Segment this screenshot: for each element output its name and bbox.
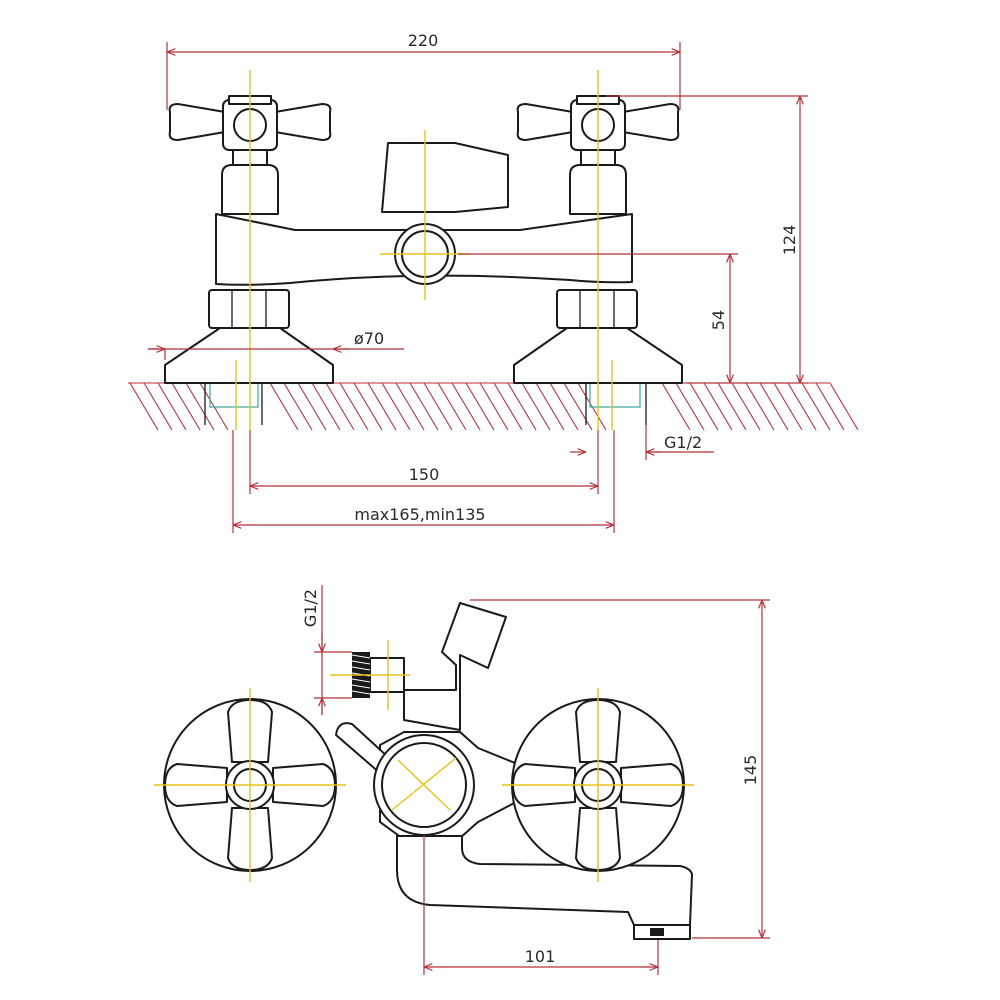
dim-label-g12-side: G1/2 bbox=[301, 589, 320, 627]
hatch-line bbox=[283, 382, 313, 431]
hatch-line bbox=[829, 382, 859, 431]
hatch-line bbox=[745, 382, 775, 431]
left-hex-nut bbox=[208, 289, 290, 329]
wall-hatching bbox=[128, 382, 859, 431]
dim-label-d70: ø70 bbox=[354, 329, 384, 348]
hatch-line bbox=[157, 382, 187, 431]
hatch-line bbox=[451, 382, 481, 431]
hatch-line bbox=[731, 382, 761, 431]
hatch-line bbox=[521, 382, 551, 431]
hatch-line bbox=[787, 382, 817, 431]
hatch-line bbox=[493, 382, 523, 431]
front-view: 220 124 54 ø70 G1/2 bbox=[128, 31, 859, 533]
diverter-block bbox=[381, 142, 509, 213]
hatch-line bbox=[689, 382, 719, 431]
hatch-line bbox=[535, 382, 565, 431]
hatch-line bbox=[549, 382, 579, 431]
hatch-line bbox=[479, 382, 509, 431]
hatch-line bbox=[759, 382, 789, 431]
hatch-line bbox=[129, 382, 159, 431]
hatch-line bbox=[437, 382, 467, 431]
hatch-line bbox=[311, 382, 341, 431]
inlet-pipes bbox=[204, 382, 647, 425]
side-view: G1/2 145 101 bbox=[154, 585, 770, 975]
hatch-line bbox=[465, 382, 495, 431]
spout bbox=[396, 835, 693, 940]
hatch-line bbox=[185, 382, 215, 431]
hatch-line bbox=[297, 382, 327, 431]
hatch-line bbox=[563, 382, 593, 431]
dim-label-54: 54 bbox=[709, 310, 728, 330]
dim-label-220: 220 bbox=[408, 31, 439, 50]
right-hex-nut bbox=[556, 289, 638, 329]
hatch-line bbox=[409, 382, 439, 431]
hatch-line bbox=[801, 382, 831, 431]
hatch-line bbox=[773, 382, 803, 431]
center-lines-side bbox=[154, 640, 694, 882]
dimension-overall-width: 220 bbox=[166, 31, 681, 110]
thread-line bbox=[351, 684, 371, 689]
hatch-line bbox=[395, 382, 425, 431]
hatch-line bbox=[143, 382, 173, 431]
hatch-line bbox=[367, 382, 397, 431]
dim-label-150: 150 bbox=[409, 465, 440, 484]
hatch-line bbox=[703, 382, 733, 431]
dim-label-101: 101 bbox=[525, 947, 556, 966]
hatch-line bbox=[661, 382, 691, 431]
thread-line bbox=[351, 678, 371, 683]
dimension-side-height: 145 bbox=[470, 599, 770, 939]
shower-holder bbox=[403, 602, 507, 731]
dimension-spout-reach: 101 bbox=[423, 835, 659, 975]
hatch-line bbox=[675, 382, 705, 431]
left-flange bbox=[164, 327, 334, 384]
dim-label-124: 124 bbox=[780, 225, 799, 256]
thread-line bbox=[351, 654, 371, 659]
hatch-line bbox=[507, 382, 537, 431]
dimension-thread-side: G1/2 bbox=[301, 585, 352, 715]
thread-line bbox=[351, 660, 371, 665]
hatch-line bbox=[269, 382, 299, 431]
dimension-flange-diameter: ø70 bbox=[148, 329, 404, 360]
center-lines-front bbox=[235, 70, 613, 430]
dimension-inlet-spacing: 150 bbox=[249, 430, 599, 494]
hatch-line bbox=[717, 382, 747, 431]
hatch-line bbox=[423, 382, 453, 431]
dimension-thread-front: G1/2 bbox=[570, 425, 714, 460]
hatch-line bbox=[171, 382, 201, 431]
hatch-line bbox=[815, 382, 845, 431]
dimension-outlet-height: 54 bbox=[458, 253, 738, 383]
dimension-adjust-range: max165,min135 bbox=[232, 430, 615, 533]
hatch-line bbox=[353, 382, 383, 431]
dim-label-g12-front: G1/2 bbox=[664, 433, 702, 452]
hatch-line bbox=[381, 382, 411, 431]
dim-label-145: 145 bbox=[741, 755, 760, 786]
thread-line bbox=[351, 666, 371, 671]
dim-label-range: max165,min135 bbox=[354, 505, 485, 524]
thread-line bbox=[351, 690, 371, 695]
hatch-line bbox=[325, 382, 355, 431]
dimension-total-height: 124 bbox=[606, 95, 808, 384]
hatch-line bbox=[339, 382, 369, 431]
